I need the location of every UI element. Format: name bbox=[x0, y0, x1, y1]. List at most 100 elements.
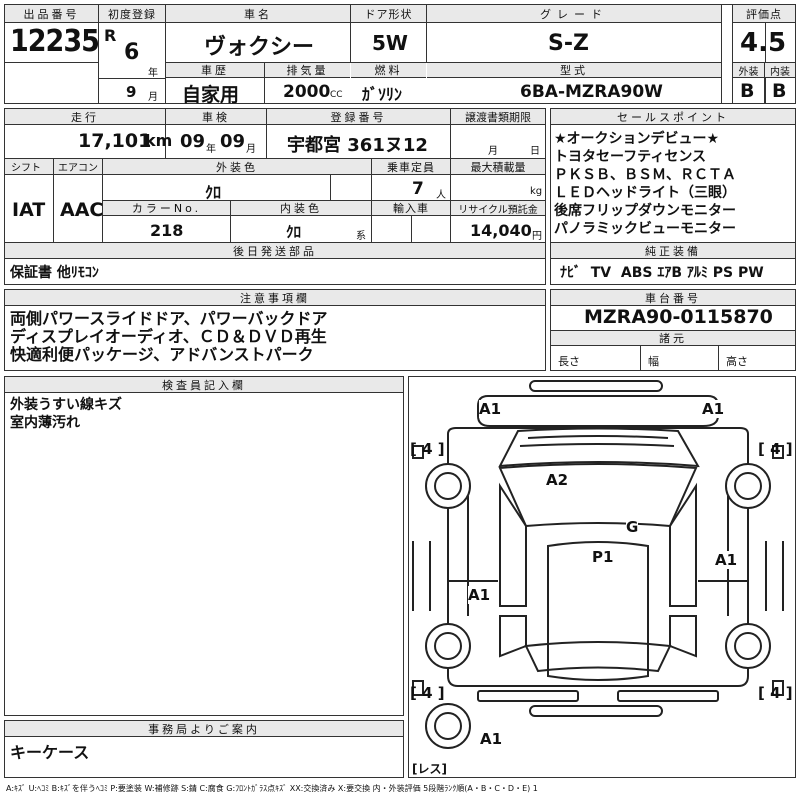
int-color-header: 内装色 bbox=[231, 201, 371, 216]
mileage-header: 走行 bbox=[5, 109, 165, 125]
recycle-header: リサイクル預託金 bbox=[451, 201, 545, 216]
inspection-year-unit: 年 bbox=[206, 144, 216, 155]
model-header: 型式 bbox=[427, 63, 721, 78]
color-no: 218 bbox=[150, 221, 184, 240]
note-line: 両側パワースライドドア、パワーバックドア bbox=[10, 309, 328, 328]
vehicle-details-block bbox=[4, 108, 546, 285]
aircon-header: エアコン bbox=[54, 159, 102, 175]
inspector-header: 検査員記入欄 bbox=[5, 377, 403, 393]
door-type: 5W bbox=[372, 31, 408, 55]
sales-points-header: セールスポイント bbox=[551, 109, 795, 125]
displacement-header: 排気量 bbox=[265, 63, 350, 78]
model: 6BA-MZRA90W bbox=[520, 82, 663, 102]
notes-header: 注意事項欄 bbox=[5, 290, 545, 306]
yen-unit: 円 bbox=[532, 231, 542, 242]
color-no-header: カラーNo. bbox=[103, 201, 230, 216]
transfer-header: 譲渡書類期限 bbox=[451, 109, 545, 125]
rear-bumper-outline bbox=[529, 705, 663, 717]
reg-year: 6 bbox=[124, 40, 140, 65]
office-block bbox=[4, 720, 404, 778]
sales-point: トヨタセーフティセンス bbox=[554, 149, 707, 165]
reg-no-header: 登録番号 bbox=[267, 109, 450, 125]
width-label: 幅 bbox=[648, 355, 659, 368]
body-outline bbox=[447, 427, 749, 687]
genuine-header: 純正装備 bbox=[551, 243, 795, 259]
notes-block bbox=[4, 289, 546, 371]
legend: A:ｷｽﾞ U:ﾍｺﾐ B:ｷｽﾞを伴うﾍｺﾐ P:要塗装 W:補修跡 S:錆 … bbox=[6, 784, 538, 793]
damage-mark: G bbox=[626, 518, 639, 536]
interior-header: 内装 bbox=[765, 63, 795, 78]
damage-mark: A1 bbox=[468, 586, 491, 604]
shift-header: シフト bbox=[5, 159, 53, 175]
note-line: 快適利便パッケージ、アドバンストパーク bbox=[10, 345, 314, 364]
hood-outline bbox=[498, 427, 700, 468]
capacity-unit: 人 bbox=[436, 190, 446, 201]
car-diagram bbox=[412, 380, 784, 749]
capacity: 7 bbox=[412, 179, 424, 199]
inspector-line: 外装うすい線キズ bbox=[10, 397, 122, 413]
tire-tread-front-left: [ 4 ] bbox=[410, 440, 445, 458]
recycle-fee: 14,040 bbox=[470, 221, 532, 240]
car-name-header: 車名 bbox=[166, 5, 350, 23]
inspector-line: 室内薄汚れ bbox=[10, 415, 80, 431]
front-end-outline bbox=[477, 395, 719, 427]
int-color-unit: 系 bbox=[356, 231, 366, 242]
history: 自家用 bbox=[182, 84, 240, 106]
ext-color: ｸﾛ bbox=[205, 183, 222, 202]
grade: S-Z bbox=[548, 31, 589, 56]
exterior-header: 外装 bbox=[733, 63, 764, 78]
ext-color-header: 外装色 bbox=[103, 159, 371, 175]
sales-points-list: ★オークションデビュー★ トヨタセーフティセンス ＰＫＳＢ、ＢＳＭ、ＲＣＴＡ Ｌ… bbox=[554, 130, 736, 238]
genuine-equipment: ﾅﾋﾞ TV ABS ｴｱB ｱﾙﾐ PS PW bbox=[560, 265, 764, 281]
tire-tread-rear-right: [ 4 ] bbox=[758, 684, 793, 702]
office-header: 事務局よりご案内 bbox=[5, 721, 403, 737]
spare-tire-label: [レス] bbox=[412, 760, 447, 777]
spare-tire bbox=[425, 703, 471, 749]
reg-month: 9 bbox=[126, 83, 137, 101]
kg-unit: kg bbox=[530, 186, 543, 197]
wheel-rear-right bbox=[725, 623, 771, 669]
damage-mark: A2 bbox=[546, 471, 569, 489]
first-reg-header: 初度登録 bbox=[99, 5, 165, 23]
fuel: ｶﾞｿﾘﾝ bbox=[362, 85, 403, 104]
reg-era: R bbox=[104, 26, 117, 45]
sales-point: ＰＫＳＢ、ＢＳＭ、ＲＣＴＡ bbox=[554, 167, 736, 183]
sales-points-block bbox=[550, 108, 796, 285]
note-line: ディスプレイオーディオ、ＣＤ＆ＤＶＤ再生 bbox=[10, 327, 327, 346]
grade-header: グレード bbox=[427, 5, 721, 23]
lot-number: 12235 bbox=[10, 24, 100, 59]
chassis-header: 車台番号 bbox=[551, 290, 795, 306]
tire-tread-front-right: [ 4 ] bbox=[758, 440, 793, 458]
office-note: キーケース bbox=[10, 743, 90, 762]
wheel-front-left bbox=[425, 463, 471, 509]
damage-diagram-block bbox=[408, 376, 796, 778]
damage-mark: A1 bbox=[480, 730, 503, 748]
roof-outline bbox=[547, 541, 649, 681]
reg-month-unit: 月 bbox=[148, 92, 158, 103]
later-parts: 保証書 他ﾘﾓｺﾝ bbox=[10, 265, 99, 281]
windshield-outline bbox=[498, 463, 698, 528]
tire-tread-rear-left: [ 4 ] bbox=[410, 684, 445, 702]
wheel-rear-left bbox=[425, 623, 471, 669]
exterior-grade: B bbox=[740, 80, 755, 102]
displacement: 2000 bbox=[283, 82, 331, 102]
sales-point: ★オークションデビュー★ bbox=[554, 131, 720, 147]
aircon-value: AAC bbox=[60, 199, 104, 221]
reg-number: 宇都宮 361ヌ12 bbox=[287, 135, 428, 156]
mileage: 17,101 bbox=[78, 130, 152, 152]
sales-point: パノラミックビューモニター bbox=[554, 221, 736, 237]
damage-mark: A1 bbox=[715, 551, 738, 569]
inspector-block bbox=[4, 376, 404, 716]
wheel-front-right bbox=[725, 463, 771, 509]
history-header: 車歴 bbox=[166, 63, 264, 78]
score: 4.5 bbox=[740, 28, 787, 58]
lot-number-header: 出品番号 bbox=[5, 5, 98, 23]
fuel-header: 燃料 bbox=[351, 63, 426, 78]
later-parts-header: 後日発送部品 bbox=[5, 243, 545, 259]
damage-mark: A1 bbox=[479, 400, 502, 418]
inspector-notes: 外装うすい線キズ 室内薄汚れ bbox=[10, 396, 122, 432]
damage-mark: P1 bbox=[592, 548, 614, 566]
notes-list: 両側パワースライドドア、パワーバックドア ディスプレイオーディオ、ＣＤ＆ＤＶＤ再… bbox=[10, 310, 327, 364]
length-label: 長さ bbox=[558, 355, 580, 368]
int-color: ｸﾛ bbox=[286, 223, 302, 241]
